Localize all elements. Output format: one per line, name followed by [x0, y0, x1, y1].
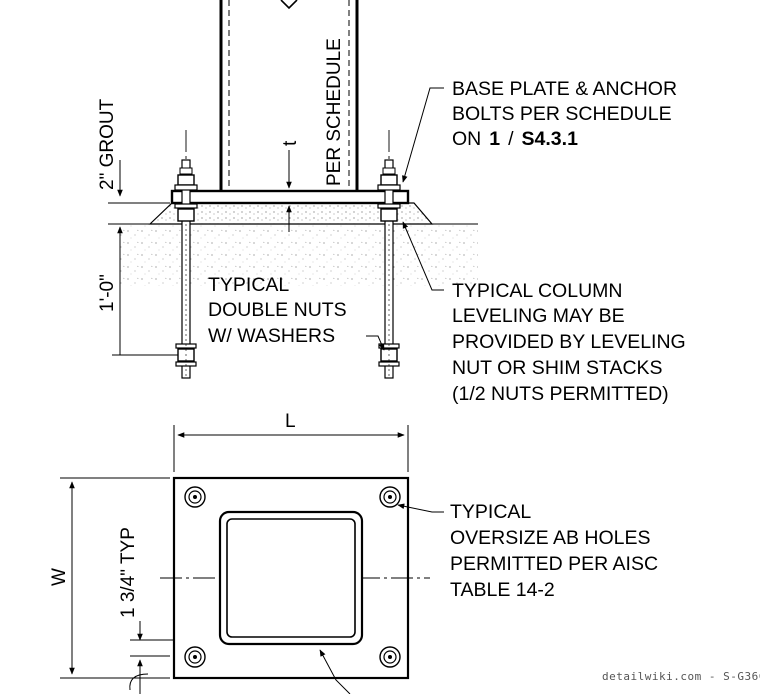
length-dimension: L: [173, 411, 409, 472]
note-double-nuts-line1: TYPICAL: [208, 274, 289, 296]
column: [219, 0, 359, 191]
note-leveling-line5: (1/2 NUTS PERMITTED): [452, 383, 669, 405]
edge-dimension-label: 1 3/4" TYP: [118, 527, 139, 618]
bolt-hole-tr: [379, 486, 401, 508]
width-dimension: W: [49, 477, 170, 679]
base-plate-leader: [402, 87, 444, 183]
note-leveling-line1: TYPICAL COLUMN: [452, 280, 622, 302]
bolt-hole-tl: [184, 486, 206, 508]
note-oversize-line4: TABLE 14-2: [450, 579, 555, 601]
note-oversize-line2: OVERSIZE AB HOLES: [450, 527, 650, 549]
elevation-view: 2" GROUT 1'-0" t PER SCHEDULE: [97, 0, 478, 379]
leveling-leader: [402, 221, 444, 291]
per-schedule-label: PER SCHEDULE: [324, 38, 345, 186]
hss-leader: [319, 649, 351, 694]
anchor-bolt-right: [377, 130, 401, 379]
width-label: W: [49, 568, 70, 586]
grout-dimension: 2" GROUT: [97, 98, 170, 254]
double-nuts-leader: [366, 335, 385, 351]
note-leveling: TYPICAL COLUMN LEVELING MAY BE PROVIDED …: [452, 280, 686, 405]
bolt-hole-br: [379, 646, 401, 668]
embed-dimension-label: 1'-0": [97, 274, 118, 312]
thickness-label: t: [280, 140, 301, 146]
plan-view: L W 1 3/4" TYP: [49, 411, 444, 694]
note-oversize: TYPICAL OVERSIZE AB HOLES PERMITTED PER …: [450, 501, 658, 601]
bolt-hole-bl: [184, 646, 206, 668]
grout-dimension-label: 2" GROUT: [97, 98, 118, 190]
note-leveling-line4: NUT OR SHIM STACKS: [452, 357, 663, 379]
note-double-nuts-line3: W/ WASHERS: [208, 325, 335, 347]
edge-dimension: 1 3/4" TYP: [118, 527, 176, 694]
grout-bed: [148, 202, 434, 225]
anchor-bolt-left: [174, 130, 198, 379]
length-label: L: [285, 411, 296, 432]
oversize-holes-leader: [397, 503, 444, 513]
note-base-plate: BASE PLATE & ANCHOR BOLTS PER SCHEDULE O…: [452, 78, 677, 150]
note-oversize-line3: PERMITTED PER AISC: [450, 553, 658, 575]
note-double-nuts-line2: DOUBLE NUTS: [208, 299, 347, 321]
plate-thickness-dimension: t PER SCHEDULE: [280, 38, 345, 232]
embed-dimension: 1'-0": [97, 232, 178, 356]
note-base-plate-line1: BASE PLATE & ANCHOR: [452, 78, 677, 100]
note-double-nuts: TYPICAL DOUBLE NUTS W/ WASHERS: [208, 274, 347, 347]
base-plate: [170, 189, 410, 205]
watermark: detailwiki.com - S-G36C6: [602, 670, 760, 683]
note-base-plate-line2: BOLTS PER SCHEDULE: [452, 103, 672, 125]
soil-hatch: [118, 224, 478, 286]
note-oversize-line1: TYPICAL: [450, 501, 531, 523]
hss-column-plan: [218, 510, 364, 646]
note-leveling-line3: PROVIDED BY LEVELING: [452, 331, 686, 353]
note-leveling-line2: LEVELING MAY BE: [452, 305, 625, 327]
